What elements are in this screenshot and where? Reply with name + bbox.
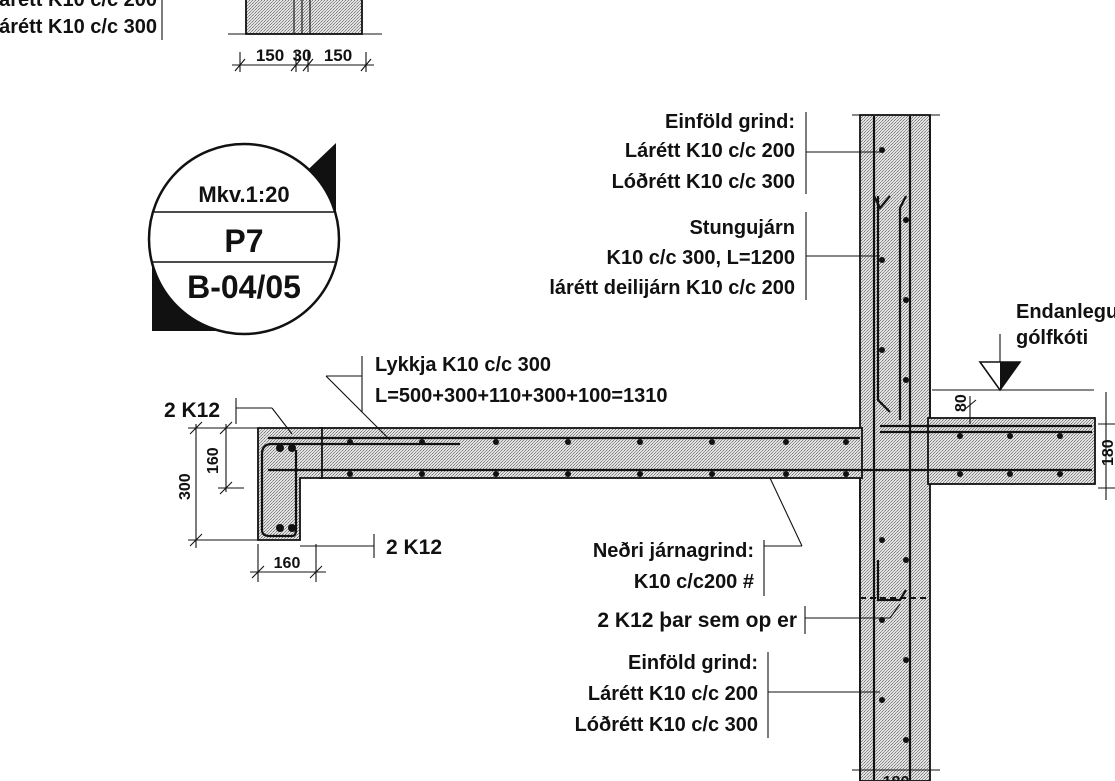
wall-upper-title: Einföld grind: [665,111,795,133]
top-fragment-label-1: lárétt K10 c/c 200 [0,0,157,11]
wall-dim-value: 180 [883,774,910,781]
top-fragment-dim-3: 150 [324,46,352,65]
wall-lower-line-2: Lóðrétt K10 c/c 300 [575,714,758,736]
rebars [260,116,1092,780]
bottom-mesh-line-1: K10 c/c200 # [634,571,754,593]
dowel-left [876,196,891,413]
bottom-bars-label: 2 K12 [386,536,442,559]
wall-lower-line-1: Lárétt K10 c/c 200 [588,683,758,705]
bottom-mesh-title: Neðri járnagrind: [593,540,754,562]
loop-line-2: L=500+300+110+300+100=1310 [375,385,668,407]
bottom-mesh-callout: Neðri járnagrind: K10 c/c200 # [593,477,803,596]
dim-width: 160 [274,555,301,572]
badge-circle [147,142,341,336]
loop-rebar [260,442,460,538]
stungujarn-line-1: K10 c/c 300, L=1200 [607,247,795,269]
top-fragment-wall [245,0,363,35]
badge-ref: B-04/05 [187,269,301,305]
badge-id: P7 [224,223,263,259]
dim-slab: 160 [205,447,222,474]
top-fragment-dim-2: 30 [293,46,312,65]
wall-upper-line-2: Lóðrétt K10 c/c 300 [612,171,795,193]
section-badge: Mkv.1:20 P7 B-04/05 [147,142,341,336]
top-bars-label: 2 K12 [164,399,220,422]
opening-label: 2 K12 þar sem op er [597,609,797,632]
opening-callout: 2 K12 þar sem op er [597,603,901,634]
edge-beam-callouts: 2 K12 300 160 160 2 K12 [164,398,442,582]
wall-upper-callout: Einföld grind: Lárétt K10 c/c 200 Lóðrét… [612,111,880,194]
wall-dimension: 180 [883,774,910,781]
loop-line-1: Lykkja K10 c/c 300 [375,354,551,376]
top-fragment-dim-1: 150 [256,46,284,65]
wall [859,114,931,781]
floor-level-marker: Endanlegur gólfkóti [978,301,1115,392]
stungujarn-title: Stungujárn [689,217,795,239]
top-fragment: lárétt K10 c/c 200 lárétt K10 c/c 300 15… [0,0,382,72]
floor-level-line-1: Endanlegur [1016,301,1115,323]
wall-upper-line-1: Lárétt K10 c/c 200 [625,140,795,162]
stungujarn-callout: Stungujárn K10 c/c 300, L=1200 lárétt de… [549,212,880,300]
concrete-section [257,114,1096,781]
dim-180: 180 [1100,439,1115,466]
loop-callout: Lykkja K10 c/c 300 L=500+300+110+300+100… [325,354,668,441]
badge-scale: Mkv.1:20 [198,182,289,207]
dim-height: 300 [177,473,194,500]
dim-80: 80 [953,394,970,412]
slab-dimensions: 80 180 [932,389,1115,500]
top-fragment-label-2: lárétt K10 c/c 300 [0,16,157,38]
wall-lower-callout: Einföld grind: Lárétt K10 c/c 200 Lóðrét… [575,652,880,738]
dowel-right [898,195,907,420]
floor-level-line-2: gólfkóti [1016,327,1088,349]
stungujarn-line-2: lárétt deilijárn K10 c/c 200 [549,277,795,299]
wall-lower-title: Einföld grind: [628,652,758,674]
